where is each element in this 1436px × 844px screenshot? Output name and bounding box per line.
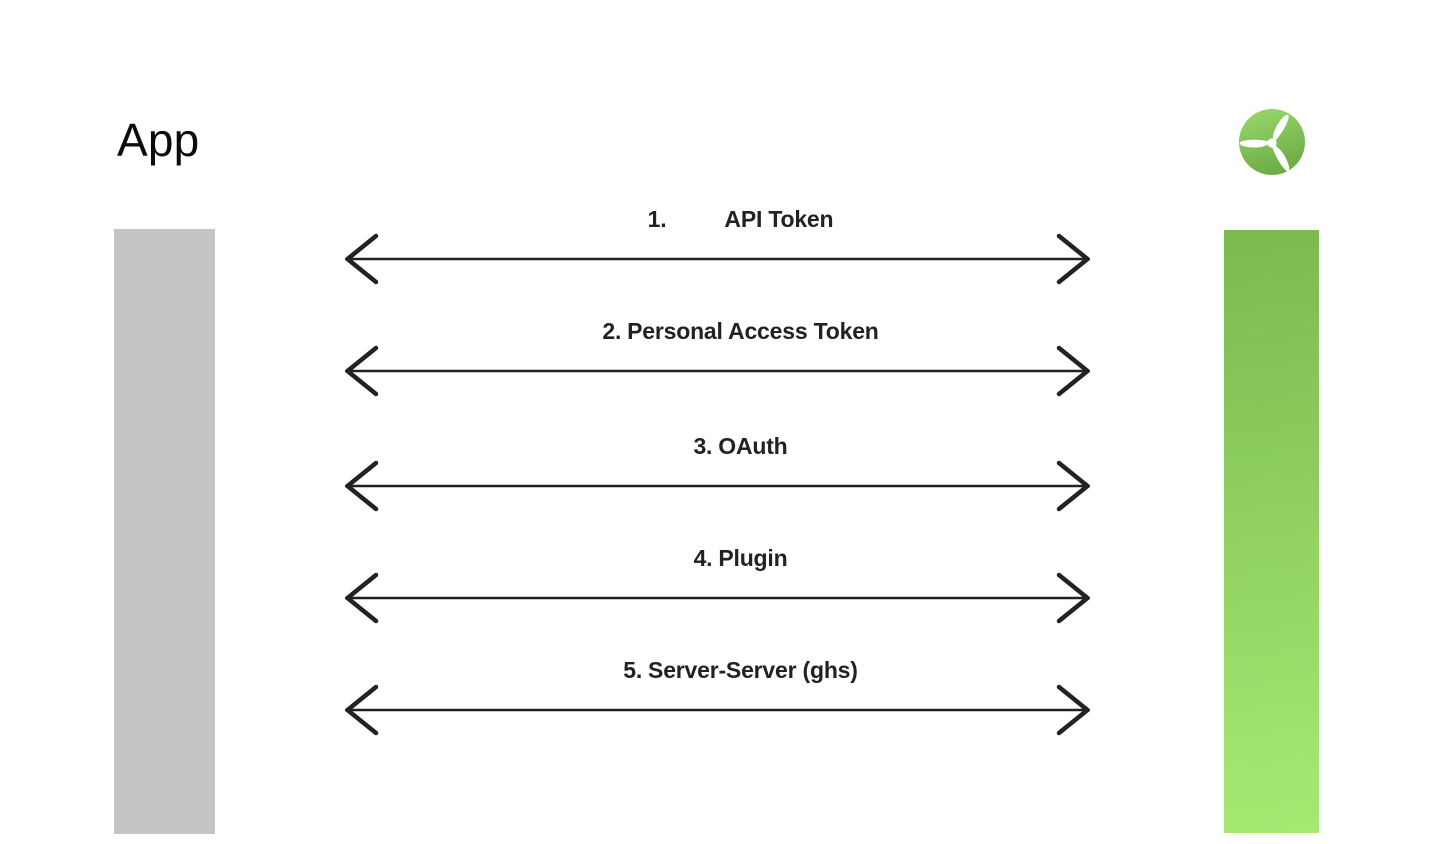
connection-number: 2. [602, 318, 622, 344]
connection-number: 5. [623, 657, 643, 683]
connection-row: 2.Personal Access Token [345, 313, 1090, 399]
connection-row: 3.OAuth [345, 428, 1090, 514]
double-arrow-icon [345, 460, 1090, 512]
service-logo [1236, 106, 1308, 178]
connection-label: 1. API Token [368, 201, 1113, 232]
double-arrow-icon [345, 684, 1090, 736]
connection-text: Server-Server (ghs) [648, 657, 858, 683]
connection-label: 5.Server-Server (ghs) [368, 652, 1113, 683]
double-arrow-icon [345, 233, 1090, 285]
service-node-bar [1224, 230, 1319, 833]
connection-text: Personal Access Token [627, 318, 879, 344]
app-node-bar [114, 229, 215, 834]
connection-row: 1. API Token [345, 201, 1090, 287]
connection-text: OAuth [718, 433, 788, 459]
connection-text: Plugin [718, 545, 788, 571]
connection-row: 4.Plugin [345, 540, 1090, 626]
connection-number: 3. [693, 433, 713, 459]
connection-row: 5.Server-Server (ghs) [345, 652, 1090, 738]
connection-text: API Token [724, 206, 834, 232]
app-title: App [117, 114, 200, 166]
connection-number: 4. [693, 545, 713, 571]
double-arrow-icon [345, 572, 1090, 624]
connection-label: 3.OAuth [368, 428, 1113, 459]
connection-number: 1. [647, 206, 667, 232]
connection-label: 2.Personal Access Token [368, 313, 1113, 344]
wind-turbine-icon [1239, 109, 1305, 175]
connection-label: 4.Plugin [368, 540, 1113, 571]
double-arrow-icon [345, 345, 1090, 397]
